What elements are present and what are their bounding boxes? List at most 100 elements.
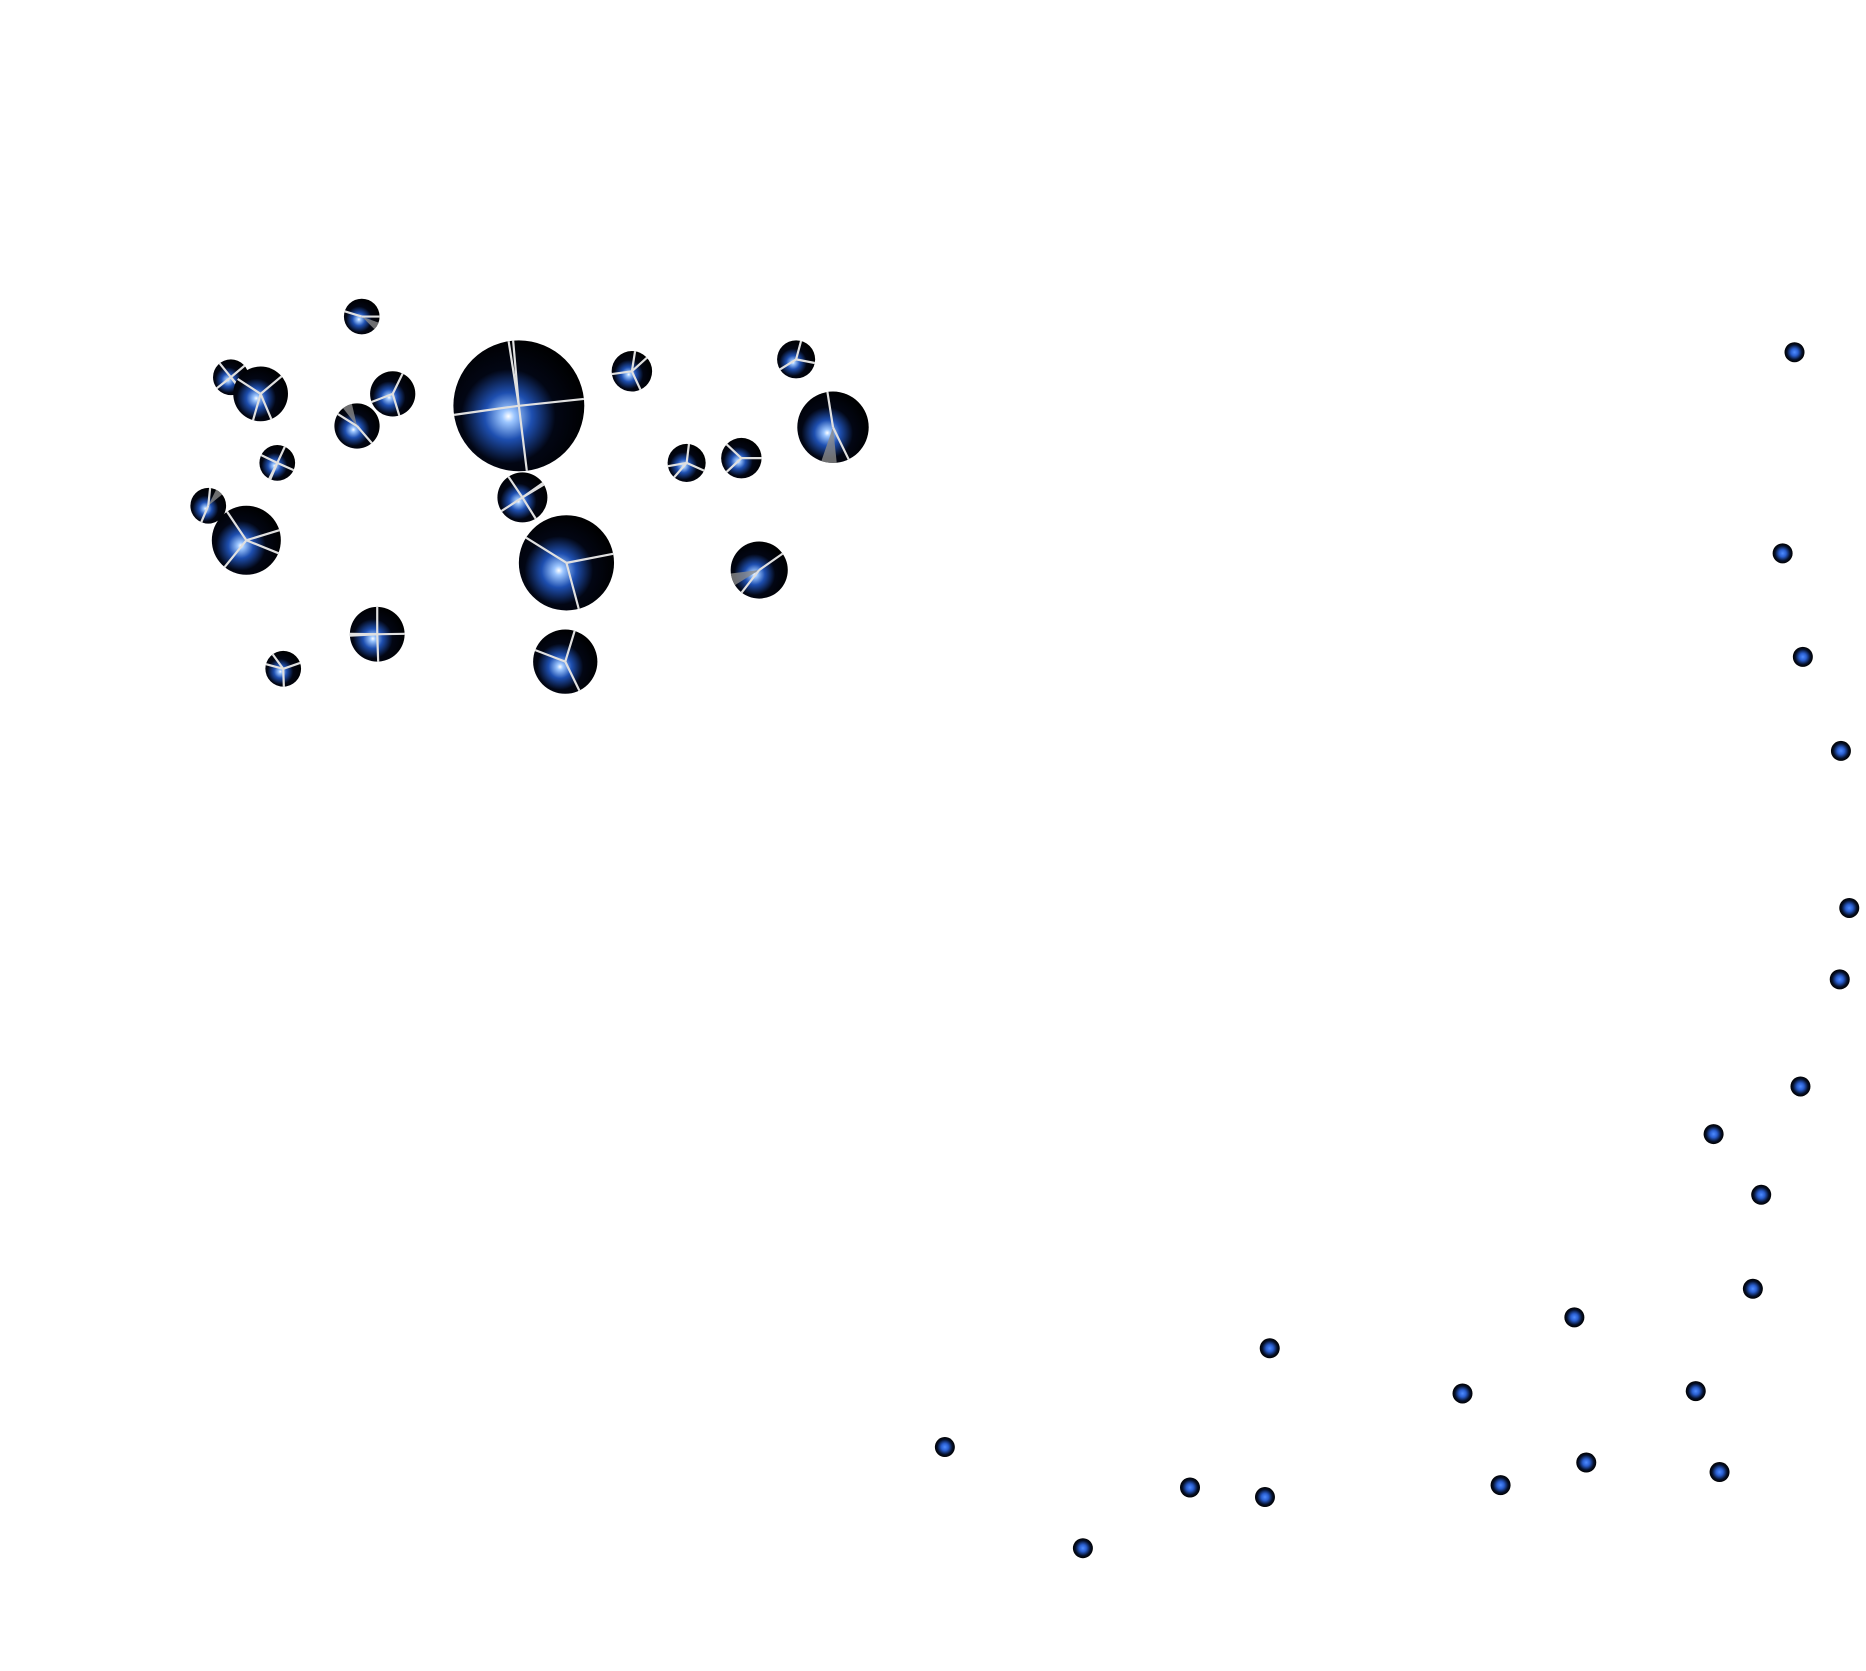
pie-node bbox=[370, 371, 416, 417]
pie-spoke bbox=[252, 393, 262, 421]
pie-node bbox=[233, 366, 288, 422]
pie-spoke bbox=[725, 443, 743, 459]
pie-spoke bbox=[673, 462, 688, 479]
pie-node bbox=[497, 472, 548, 523]
pie-node bbox=[667, 443, 706, 482]
leaf-dot-chain bbox=[934, 342, 1860, 1559]
pie-node bbox=[453, 340, 585, 472]
pie-spoke bbox=[230, 364, 246, 379]
pie-spoke bbox=[282, 668, 285, 687]
pie-spoke bbox=[453, 404, 519, 416]
pie-spoke bbox=[725, 457, 743, 473]
pie-spoke bbox=[391, 373, 404, 395]
pie-node-cluster bbox=[190, 298, 869, 694]
leaf-dot bbox=[1180, 1477, 1200, 1498]
pie-node bbox=[349, 606, 405, 662]
leaf-dot bbox=[1790, 1076, 1811, 1097]
leaf-dot bbox=[1576, 1452, 1597, 1473]
leaf-dot bbox=[1072, 1538, 1093, 1559]
pie-node bbox=[190, 487, 227, 524]
pie-wedge bbox=[730, 570, 760, 586]
pie-spoke bbox=[226, 511, 248, 541]
pie-spoke bbox=[564, 661, 581, 692]
leaf-dot bbox=[934, 1437, 955, 1458]
pie-node bbox=[730, 541, 788, 599]
pie-spoke bbox=[200, 505, 210, 523]
leaf-dot bbox=[1829, 969, 1850, 990]
pie-spoke bbox=[685, 443, 691, 464]
pie-spoke bbox=[826, 391, 835, 428]
leaf-dot bbox=[1254, 1487, 1275, 1508]
pie-spoke bbox=[265, 663, 284, 670]
pie-node bbox=[265, 650, 302, 687]
pie-spoke bbox=[245, 539, 279, 555]
pie-node bbox=[343, 298, 380, 335]
pie-spoke bbox=[686, 461, 705, 472]
pie-spoke bbox=[218, 362, 232, 378]
pie-spoke bbox=[521, 482, 544, 499]
pie-spoke bbox=[269, 462, 279, 480]
pie-node bbox=[797, 391, 869, 463]
pie-node bbox=[259, 445, 296, 481]
pie-node bbox=[721, 437, 762, 479]
pie-spoke bbox=[795, 340, 803, 360]
pie-spoke bbox=[631, 356, 648, 373]
pie-spoke bbox=[344, 310, 363, 318]
pie-spoke bbox=[500, 496, 524, 512]
pie-wedge bbox=[361, 316, 379, 330]
leaf-dot bbox=[1751, 1184, 1772, 1205]
pie-spoke bbox=[216, 376, 232, 390]
leaf-dot bbox=[1709, 1462, 1730, 1483]
pie-spoke bbox=[832, 426, 850, 460]
pie-spoke bbox=[525, 536, 568, 564]
pie-spoke bbox=[356, 425, 373, 444]
pie-spoke bbox=[507, 476, 524, 499]
leaf-dot bbox=[1742, 1278, 1763, 1299]
pie-spoke bbox=[276, 446, 286, 464]
leaf-dot bbox=[1564, 1307, 1585, 1328]
pie-spoke bbox=[349, 633, 378, 637]
leaf-dot bbox=[1259, 1338, 1280, 1359]
pie-spoke bbox=[517, 405, 528, 471]
pie-node bbox=[211, 505, 281, 575]
pie-spoke bbox=[630, 351, 637, 372]
leaf-dot bbox=[1772, 543, 1793, 564]
pie-spoke bbox=[565, 562, 580, 610]
pie-spoke bbox=[630, 370, 642, 391]
pie-wedge bbox=[343, 403, 357, 427]
pie-spoke bbox=[564, 630, 576, 662]
leaf-dot bbox=[1685, 1381, 1706, 1402]
pie-node bbox=[611, 351, 653, 392]
pie-spoke bbox=[260, 454, 278, 464]
leaf-dot bbox=[1839, 897, 1860, 918]
leaf-dot bbox=[1792, 646, 1813, 667]
leaf-dot bbox=[1784, 342, 1805, 363]
pie-spoke bbox=[246, 529, 280, 542]
pie-spoke bbox=[391, 393, 401, 416]
pie-spoke bbox=[337, 413, 358, 427]
pie-spoke bbox=[371, 392, 394, 404]
pie-spoke bbox=[282, 661, 301, 670]
pie-node bbox=[777, 340, 816, 379]
pie-node bbox=[334, 403, 380, 449]
pie-spoke bbox=[237, 378, 262, 395]
pie-spoke bbox=[534, 649, 566, 663]
pie-wedge bbox=[821, 427, 837, 463]
leaf-dot bbox=[1452, 1383, 1473, 1404]
pie-spoke bbox=[521, 496, 537, 520]
pie-spoke bbox=[507, 340, 520, 406]
pie-spoke bbox=[758, 552, 784, 571]
pie-spoke bbox=[740, 569, 761, 594]
leaf-dot bbox=[1830, 740, 1851, 761]
pie-spoke bbox=[259, 393, 273, 420]
pie-node bbox=[533, 629, 598, 694]
pie-spoke bbox=[259, 375, 283, 395]
pie-spoke bbox=[795, 358, 816, 365]
pie-spoke bbox=[566, 552, 614, 564]
pie-node bbox=[518, 515, 615, 611]
leaf-dot bbox=[1490, 1475, 1511, 1496]
pie-spoke bbox=[271, 653, 285, 670]
pie-wedge bbox=[208, 489, 223, 506]
pie-spoke bbox=[667, 461, 687, 468]
